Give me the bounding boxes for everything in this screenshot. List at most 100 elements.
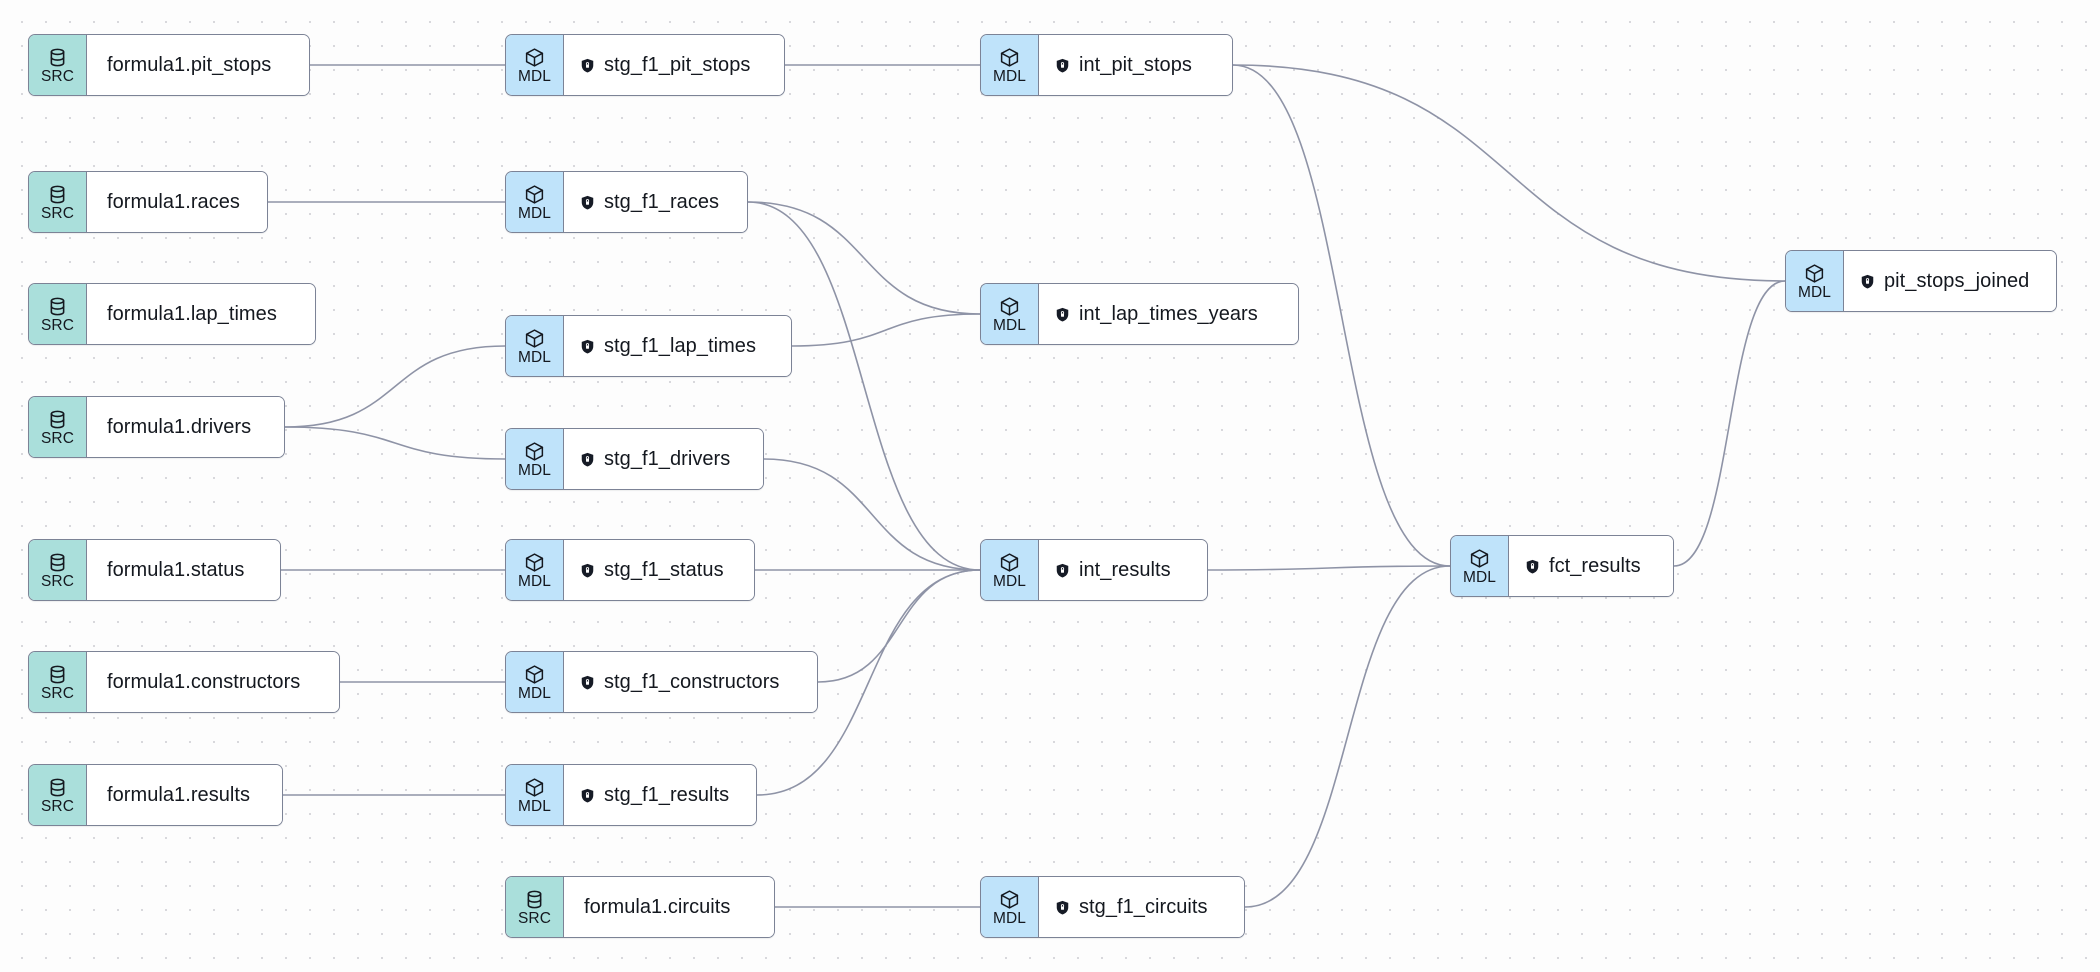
node-body[interactable]: stg_f1_races xyxy=(564,172,747,232)
node-label: stg_f1_constructors xyxy=(604,671,780,693)
cube-icon xyxy=(1804,263,1825,284)
badge-label: MDL xyxy=(517,348,552,366)
model-badge: MDL xyxy=(1451,536,1509,596)
graph-node-int_pit_stops[interactable]: MDL int_pit_stops xyxy=(980,34,1233,96)
badge-label: MDL xyxy=(517,572,552,590)
shield-lock-icon xyxy=(1055,900,1070,915)
graph-node-stg_pit_stops[interactable]: MDL stg_f1_pit_stops xyxy=(505,34,785,96)
source-badge: SRC xyxy=(29,172,87,232)
graph-node-stg_circuits[interactable]: MDL stg_f1_circuits xyxy=(980,876,1245,938)
source-badge: SRC xyxy=(506,877,564,937)
node-body[interactable]: formula1.races xyxy=(87,172,267,232)
node-label: formula1.constructors xyxy=(107,671,301,693)
badge-label: SRC xyxy=(517,909,552,927)
node-body[interactable]: formula1.status xyxy=(87,540,280,600)
cube-icon xyxy=(999,552,1020,573)
model-badge: MDL xyxy=(506,35,564,95)
node-body[interactable]: formula1.drivers xyxy=(87,397,284,457)
graph-node-stg_lap_times[interactable]: MDL stg_f1_lap_times xyxy=(505,315,792,377)
node-body[interactable]: formula1.pit_stops xyxy=(87,35,309,95)
shield-lock-icon xyxy=(1055,58,1070,73)
node-body[interactable]: formula1.constructors xyxy=(87,652,339,712)
graph-node-pit_stops_joined[interactable]: MDL pit_stops_joined xyxy=(1785,250,2057,312)
node-label: formula1.results xyxy=(107,784,251,806)
badge-label: MDL xyxy=(517,204,552,222)
shield-lock-icon xyxy=(1055,563,1070,578)
graph-node-fct_results[interactable]: MDL fct_results xyxy=(1450,535,1674,597)
badge-label: SRC xyxy=(40,429,75,447)
graph-node-src_circuits[interactable]: SRC formula1.circuits xyxy=(505,876,775,938)
node-body[interactable]: formula1.lap_times xyxy=(87,284,315,344)
badge-label: SRC xyxy=(40,204,75,222)
source-badge: SRC xyxy=(29,765,87,825)
database-icon xyxy=(47,296,68,317)
badge-label: MDL xyxy=(1797,283,1832,301)
node-body[interactable]: int_results xyxy=(1039,540,1207,600)
edge-int_pit_stops-to-pit_stops_joined xyxy=(1232,64,1786,282)
source-badge: SRC xyxy=(29,652,87,712)
node-label: stg_f1_status xyxy=(604,559,724,581)
model-badge: MDL xyxy=(506,429,564,489)
graph-node-stg_races[interactable]: MDL stg_f1_races xyxy=(505,171,748,233)
edge-stg_lap_times-to-int_lap_times_years xyxy=(791,313,981,347)
graph-node-stg_constructors[interactable]: MDL stg_f1_constructors xyxy=(505,651,818,713)
node-body[interactable]: pit_stops_joined xyxy=(1844,251,2056,311)
node-body[interactable]: stg_f1_lap_times xyxy=(564,316,791,376)
shield-lock-icon xyxy=(580,195,595,210)
node-body[interactable]: stg_f1_constructors xyxy=(564,652,817,712)
cube-icon xyxy=(1469,548,1490,569)
graph-node-int_lap_times_years[interactable]: MDL int_lap_times_years xyxy=(980,283,1299,345)
cube-icon xyxy=(524,777,545,798)
node-label: formula1.pit_stops xyxy=(107,54,272,76)
graph-node-stg_drivers[interactable]: MDL stg_f1_drivers xyxy=(505,428,764,490)
shield-lock-icon xyxy=(1860,274,1875,289)
node-label: stg_f1_results xyxy=(604,784,730,806)
node-body[interactable]: stg_f1_results xyxy=(564,765,756,825)
node-label: int_pit_stops xyxy=(1079,54,1192,76)
node-body[interactable]: formula1.circuits xyxy=(564,877,774,937)
badge-label: SRC xyxy=(40,684,75,702)
cube-icon xyxy=(524,47,545,68)
graph-node-stg_status[interactable]: MDL stg_f1_status xyxy=(505,539,755,601)
badge-label: MDL xyxy=(992,572,1027,590)
database-icon xyxy=(47,184,68,205)
model-badge: MDL xyxy=(506,172,564,232)
shield-lock-icon xyxy=(580,788,595,803)
node-body[interactable]: stg_f1_circuits xyxy=(1039,877,1244,937)
source-badge: SRC xyxy=(29,540,87,600)
node-body[interactable]: fct_results xyxy=(1509,536,1673,596)
badge-label: MDL xyxy=(992,67,1027,85)
badge-label: SRC xyxy=(40,316,75,334)
graph-node-src_results[interactable]: SRC formula1.results xyxy=(28,764,283,826)
node-body[interactable]: stg_f1_drivers xyxy=(564,429,763,489)
database-icon xyxy=(47,552,68,573)
node-body[interactable]: stg_f1_pit_stops xyxy=(564,35,784,95)
shield-lock-icon xyxy=(580,339,595,354)
node-body[interactable]: int_lap_times_years xyxy=(1039,284,1298,344)
graph-node-src_drivers[interactable]: SRC formula1.drivers xyxy=(28,396,285,458)
model-badge: MDL xyxy=(981,540,1039,600)
source-badge: SRC xyxy=(29,397,87,457)
database-icon xyxy=(524,889,545,910)
graph-node-stg_results[interactable]: MDL stg_f1_results xyxy=(505,764,757,826)
node-body[interactable]: formula1.results xyxy=(87,765,282,825)
node-label: formula1.lap_times xyxy=(107,303,277,325)
model-badge: MDL xyxy=(981,877,1039,937)
badge-label: MDL xyxy=(517,461,552,479)
node-body[interactable]: int_pit_stops xyxy=(1039,35,1232,95)
graph-node-src_constructors[interactable]: SRC formula1.constructors xyxy=(28,651,340,713)
edge-fct_results-to-pit_stops_joined xyxy=(1673,280,1786,567)
shield-lock-icon xyxy=(1055,307,1070,322)
node-body[interactable]: stg_f1_status xyxy=(564,540,754,600)
node-label: formula1.drivers xyxy=(107,416,252,438)
edge-stg_circuits-to-fct_results xyxy=(1244,565,1451,908)
node-label: int_results xyxy=(1079,559,1171,581)
node-label: formula1.circuits xyxy=(584,896,731,918)
graph-node-src_lap_times[interactable]: SRC formula1.lap_times xyxy=(28,283,316,345)
graph-node-int_results[interactable]: MDL int_results xyxy=(980,539,1208,601)
database-icon xyxy=(47,409,68,430)
graph-node-src_races[interactable]: SRC formula1.races xyxy=(28,171,268,233)
